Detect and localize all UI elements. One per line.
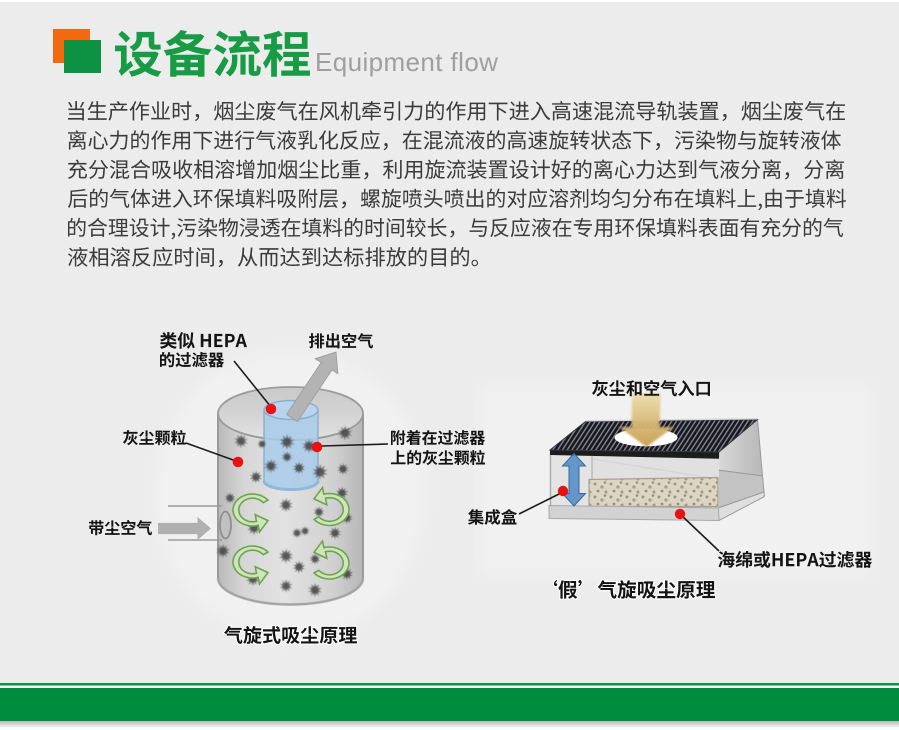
svg-text:Equipment flow: Equipment flow (315, 47, 498, 77)
